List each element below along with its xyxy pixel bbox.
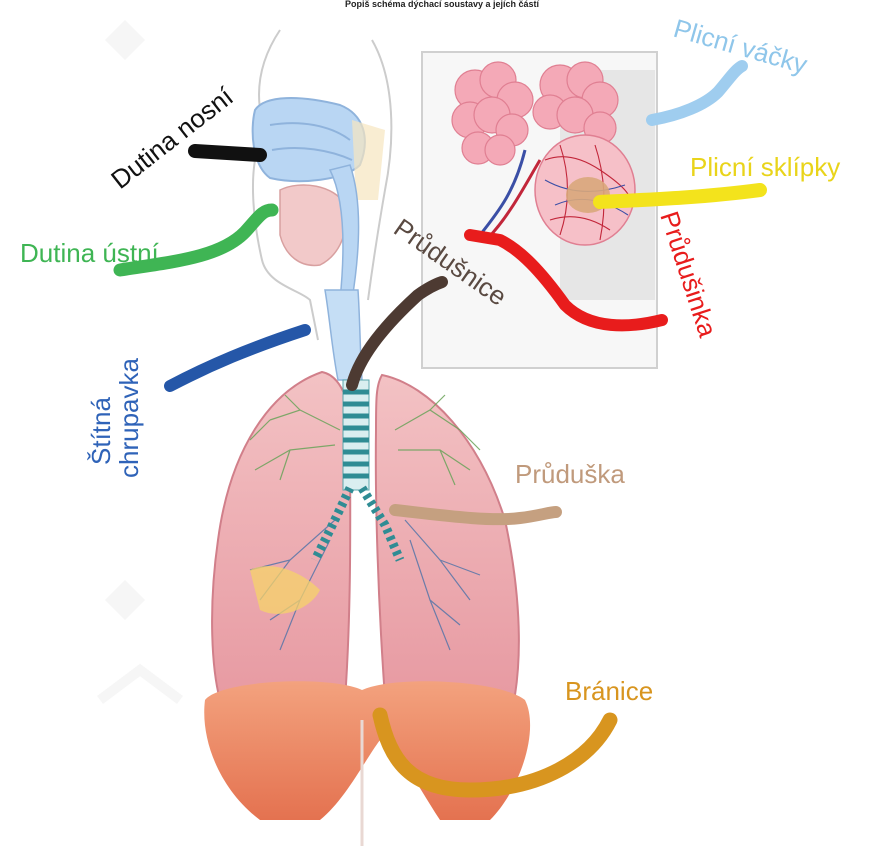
marker-stitna-chrupavka [170,330,305,386]
label-stitna: Štítná [86,397,116,465]
label-chrupavka: chrupavka [114,358,144,478]
diaphragm [204,681,530,846]
right-lung-shape [376,375,519,698]
oral-cavity-shape [280,185,346,265]
label-dutina-nosni: Dutina nosní [105,81,239,195]
label-branice: Bránice [565,676,653,706]
header-text: Popiš schéma dýchací soustavy a jejích č… [345,0,540,9]
label-dutina-ustni: Dutina ústní [20,238,160,268]
marker-plicni-vacky [652,66,742,120]
marker-dutina-nosni [195,151,260,155]
label-pruduska: Průduška [515,459,625,489]
label-plicni-sklipky: Plicní sklípky [690,152,840,182]
left-lung-shape [212,372,350,700]
